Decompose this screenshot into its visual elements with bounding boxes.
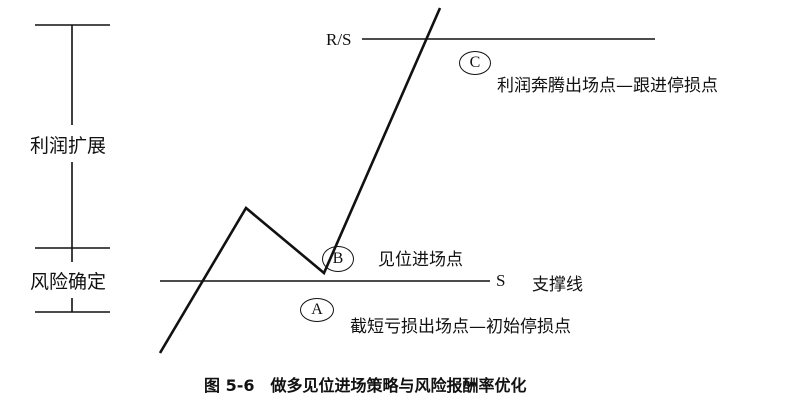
support-label: S [496, 271, 506, 290]
point-c-letter: C [469, 54, 481, 71]
figure-caption: 图 5-6 做多见位进场策略与风险报酬率优化 [204, 376, 527, 395]
profit-extension-label: 利润扩展 [30, 135, 107, 157]
point-a-letter: A [311, 301, 323, 318]
point-c-text: 利润奔腾出场点—跟进停损点 [497, 76, 718, 96]
point-b-text: 见位进场点 [378, 250, 463, 270]
price-path [158, 7, 442, 354]
support-text: 支撑线 [532, 275, 583, 295]
point-c-marker: C [459, 51, 491, 75]
point-b-letter: B [332, 250, 344, 267]
resistance-label: R/S [326, 30, 352, 49]
point-b-marker: B [322, 246, 354, 272]
point-a-marker: A [300, 298, 334, 322]
point-a-text: 截短亏损出场点—初始停损点 [350, 317, 571, 337]
risk-defined-label: 风险确定 [30, 271, 107, 293]
